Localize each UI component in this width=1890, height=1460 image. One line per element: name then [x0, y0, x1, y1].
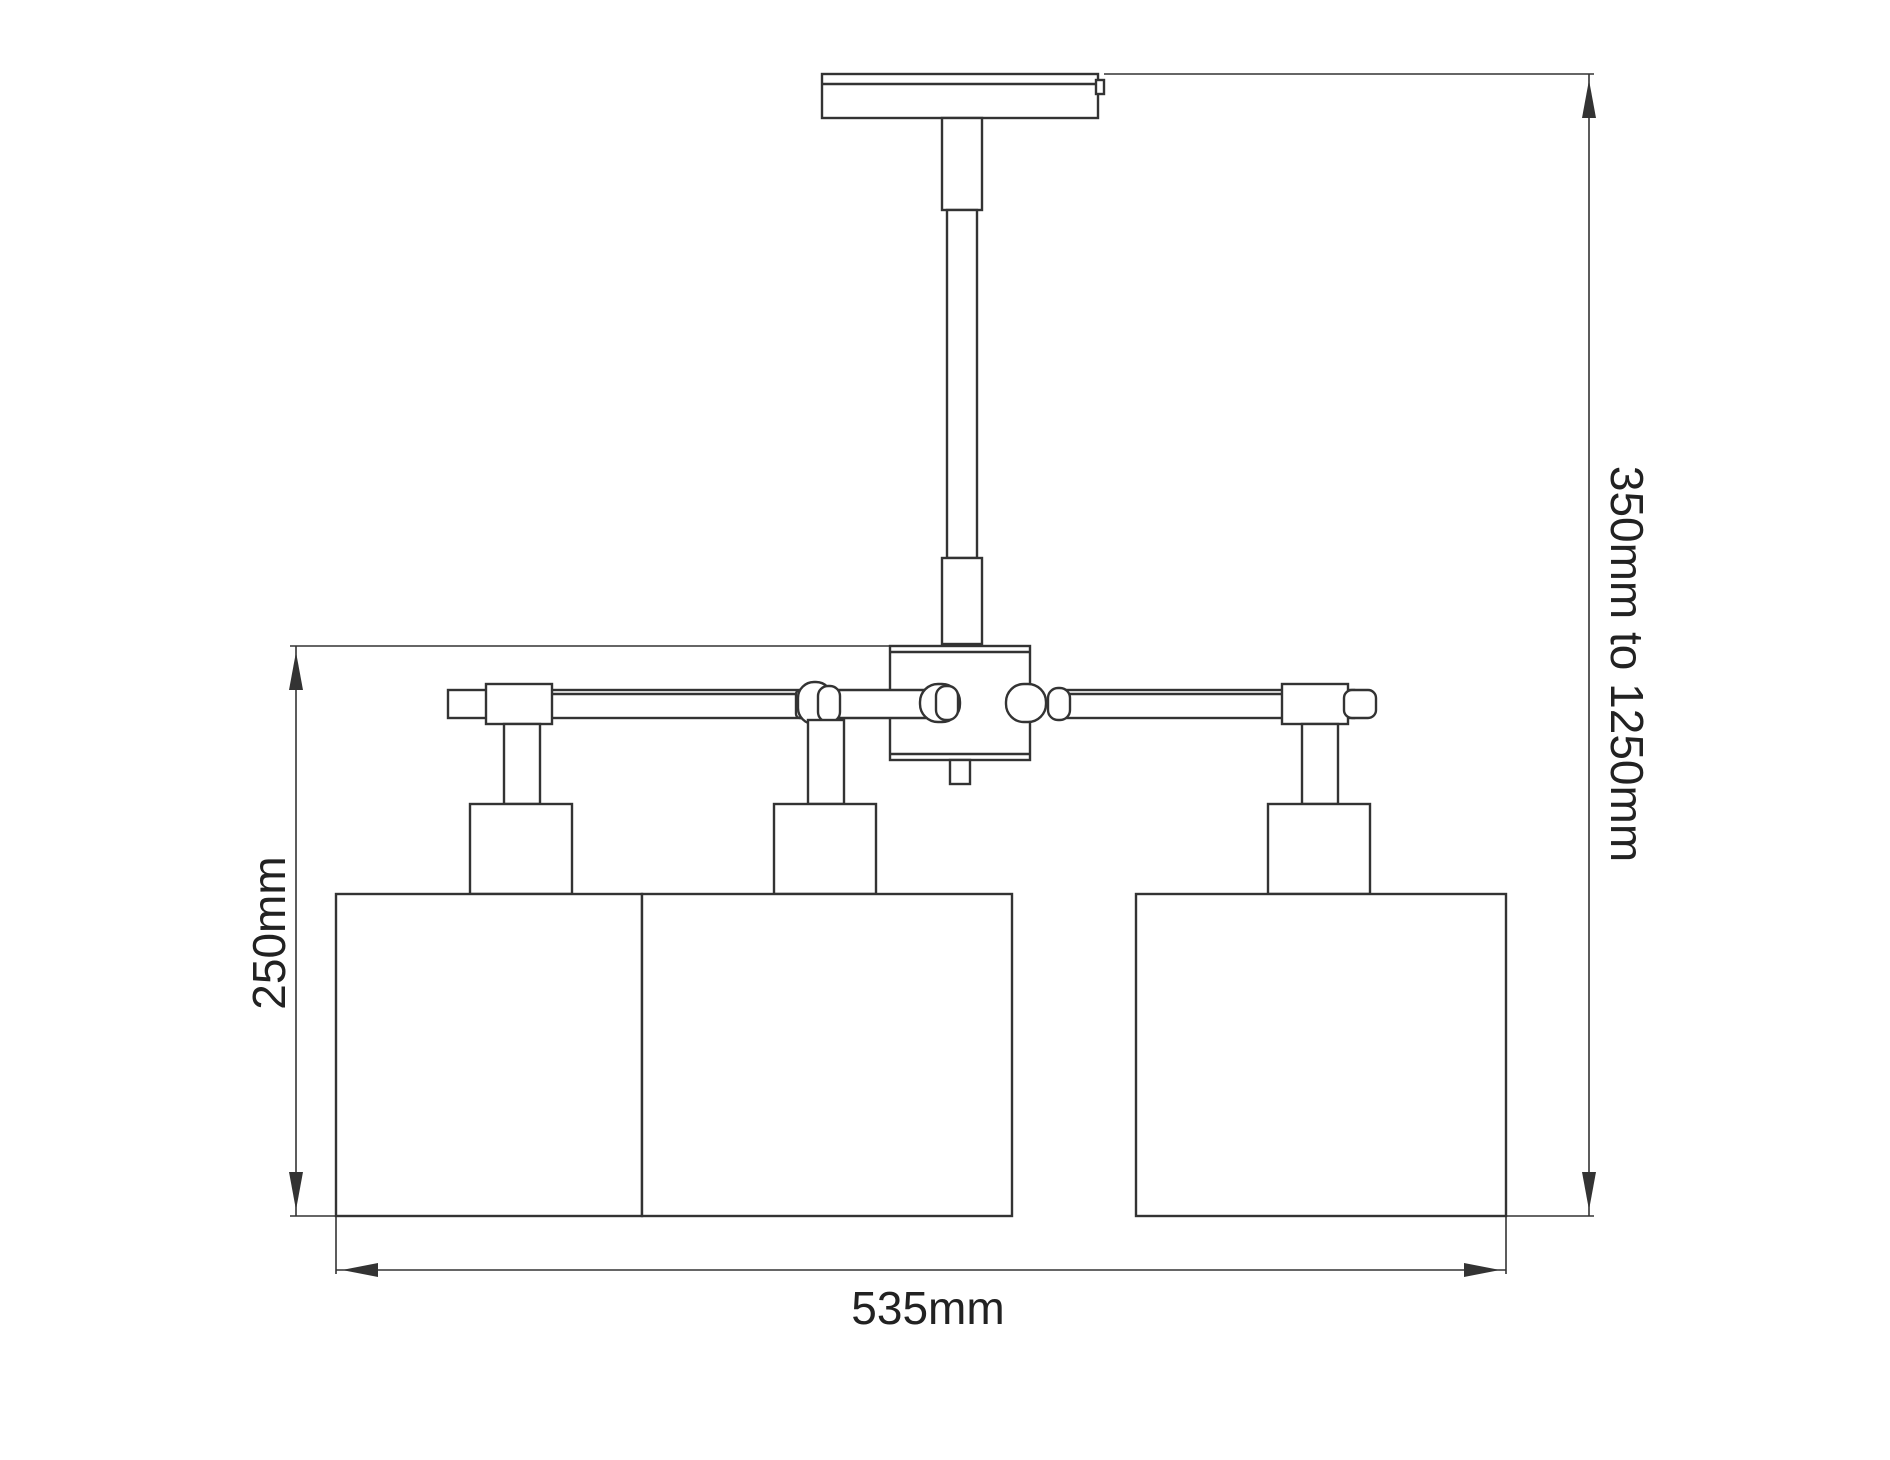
- arm-bar-left: [446, 682, 802, 726]
- drop-dimension: 350mm to 1250mm: [1104, 73, 1653, 1217]
- lamp-holder-left: [468, 722, 574, 896]
- width-label: 535mm: [851, 1282, 1004, 1334]
- ceiling-canopy: [820, 72, 1106, 120]
- lamp-holder-right: [1266, 722, 1372, 896]
- height-dimension: 250mm: [243, 645, 890, 1217]
- width-dimension: 535mm: [335, 1216, 1507, 1334]
- shade-right: [1134, 892, 1508, 1218]
- suspension-rod: [940, 116, 984, 646]
- arm-bar-right: [1058, 682, 1378, 726]
- central-hub: [794, 644, 1072, 786]
- lamp-holder-middle: [772, 718, 878, 896]
- shade-left: [334, 892, 644, 1218]
- shade-height-label: 250mm: [243, 856, 295, 1009]
- shade-middle: [640, 892, 1014, 1218]
- drop-label: 350mm to 1250mm: [1601, 466, 1653, 862]
